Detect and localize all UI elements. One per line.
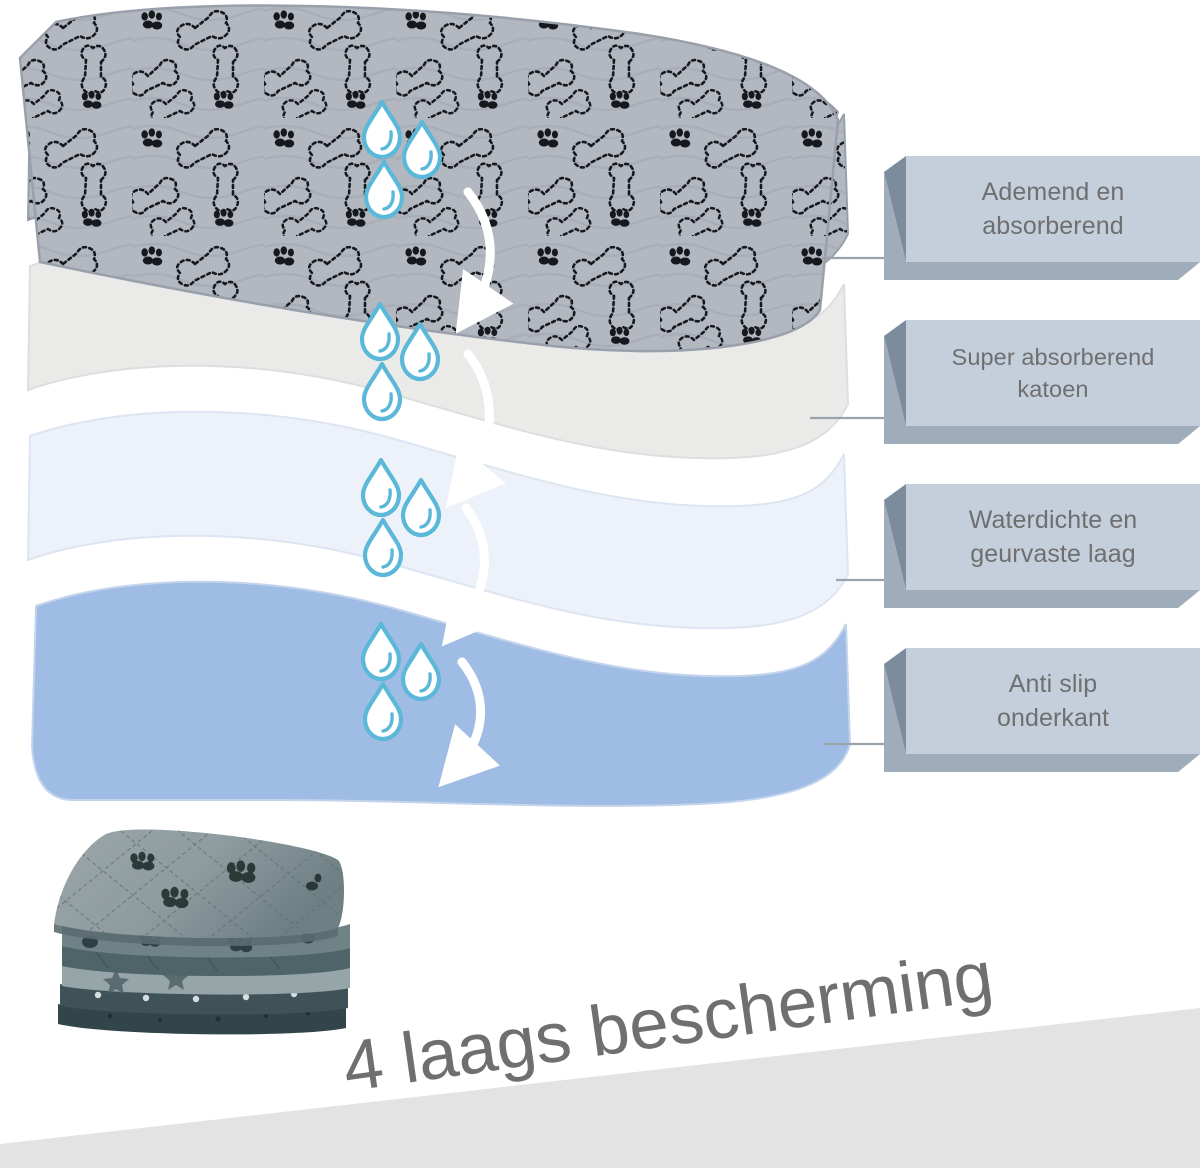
arrow-1: [455, 187, 514, 334]
callout-label-2: Super absorberend katoen: [914, 320, 1192, 426]
callout-antislip[interactable]: Anti slip onderkant: [884, 648, 1200, 776]
layer-top-fabric-sheet: [18, 4, 840, 353]
callout-line-1b: absorberend: [982, 212, 1124, 240]
callout-front-face-4: [906, 648, 1200, 754]
folded-pads-stack: [54, 829, 350, 1035]
callout-front-face-2: [906, 320, 1200, 426]
callout-label-4: Anti slip onderkant: [914, 648, 1192, 754]
callout-label-3: Waterdichte en geurvaste laag: [914, 484, 1192, 590]
callout-line-4b: onderkant: [996, 704, 1110, 732]
callout-line-2b: katoen: [1017, 376, 1089, 402]
stack-item: [60, 984, 348, 1015]
layer-antislip-bottom: [30, 580, 852, 807]
stack-item: [62, 964, 350, 995]
stack-item: [62, 943, 350, 977]
stack-item-top: [54, 829, 344, 947]
arrow-3: [441, 503, 502, 647]
droplets-layer-1: [364, 102, 440, 217]
callout-box-3d-4: [884, 648, 1200, 772]
droplets-layer-4: [363, 624, 439, 739]
callout-line-2a: Super absorberend: [951, 343, 1155, 370]
callout-label-1: Ademend en absorberend: [914, 156, 1192, 262]
callout-line-1a: Ademend en: [981, 177, 1125, 206]
callout-line-3a: Waterdichte en: [968, 505, 1138, 534]
callout-front-face-1: [906, 156, 1200, 262]
callout-front-face-3: [906, 484, 1200, 590]
droplets-layer-2: [362, 304, 438, 419]
callout-breathable[interactable]: Ademend en absorberend: [884, 156, 1200, 284]
callout-absorbent-cotton[interactable]: Super absorberend katoen: [884, 320, 1200, 448]
callout-waterproof[interactable]: Waterdichte en geurvaste laag: [884, 484, 1200, 612]
callout-box-3d-3: [884, 484, 1200, 608]
callout-line-4a: Anti slip: [1008, 669, 1098, 698]
arrow-2: [445, 349, 506, 509]
callout-list: Ademend en absorberend Super absorberend…: [884, 0, 1200, 800]
callout-box-3d-1: [884, 156, 1200, 280]
callout-line-3b: geurvaste laag: [970, 540, 1136, 568]
arrow-4: [438, 657, 501, 788]
callout-box-3d-2: [884, 320, 1200, 444]
droplets-layer-3: [363, 460, 439, 575]
